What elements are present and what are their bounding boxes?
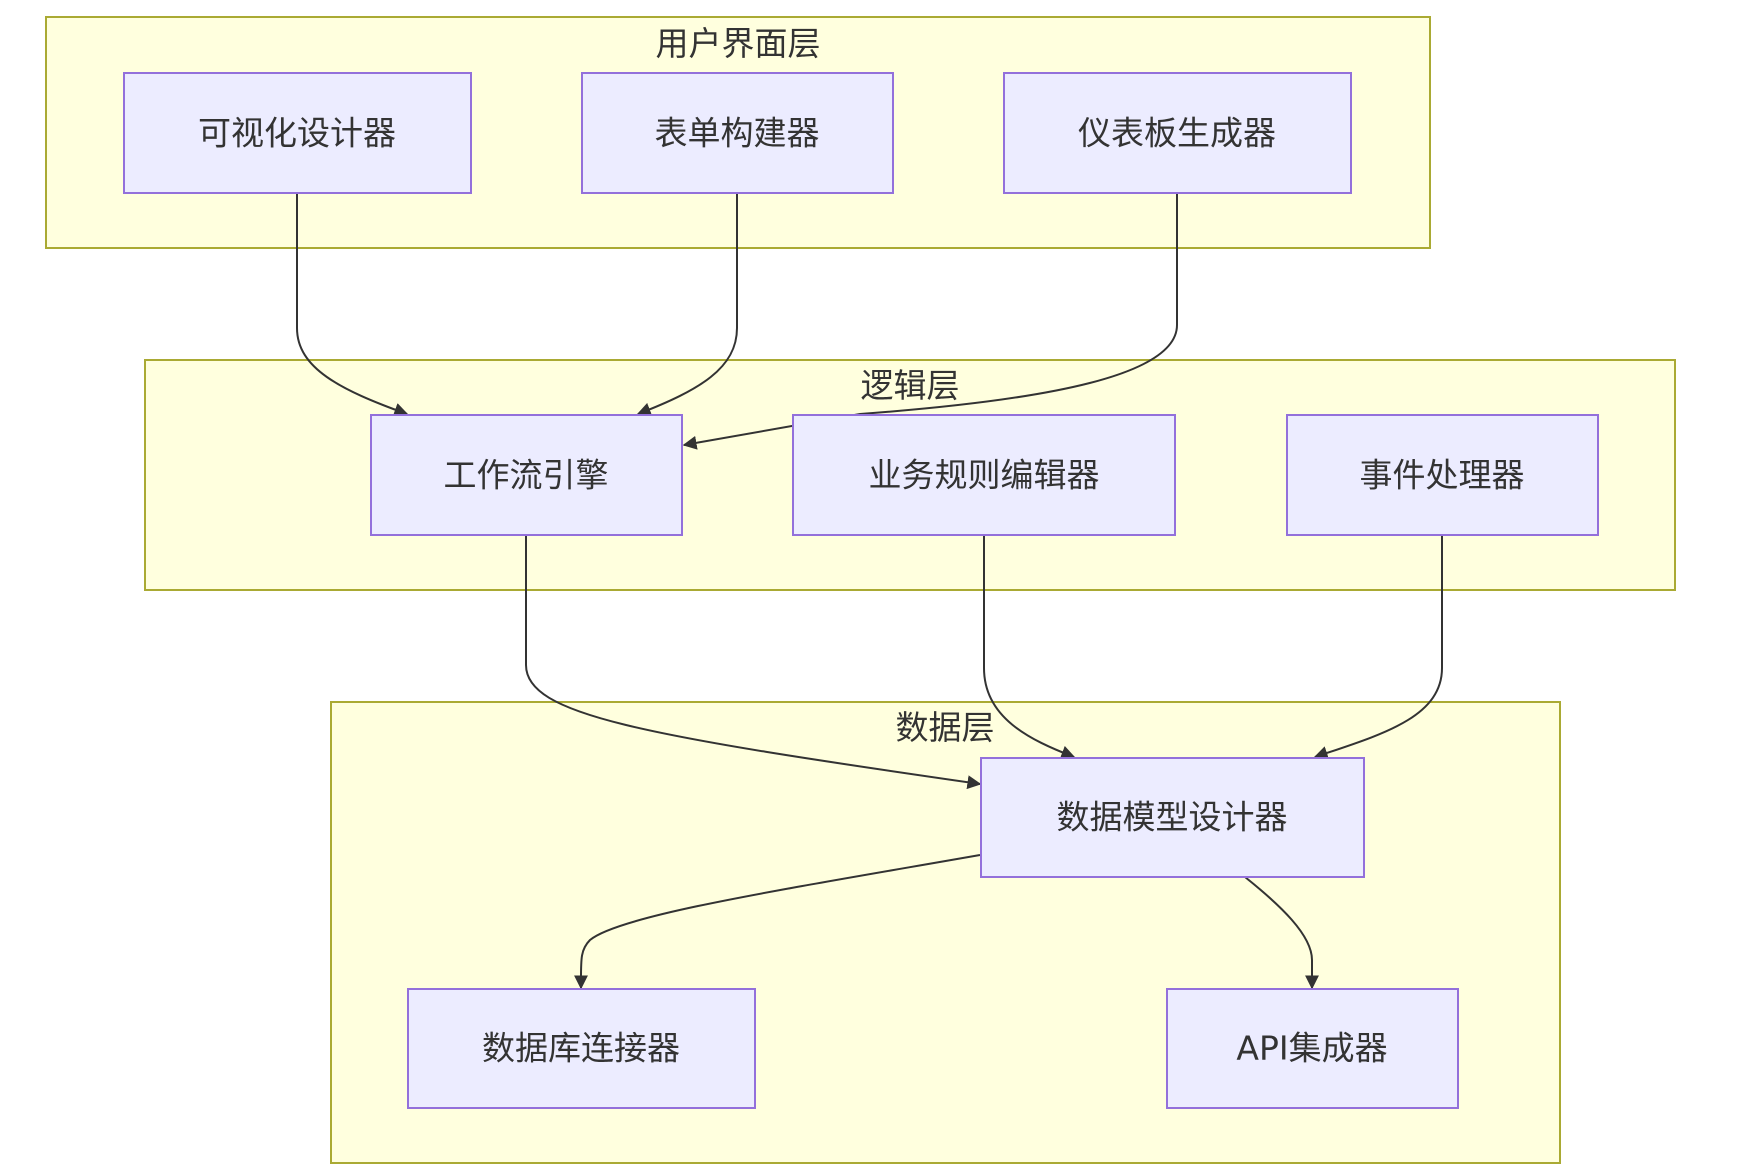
cluster-ui-label: 用户界面层 <box>656 24 821 63</box>
edge-rules-to-datamodel <box>983 535 1076 759</box>
edge-event-to-datamodel <box>1313 535 1443 760</box>
node-form-builder-label: 表单构建器 <box>655 114 820 153</box>
node-business-rules-editor[interactable]: 业务规则编辑器 <box>792 414 1176 536</box>
node-event-processor-label: 事件处理器 <box>1360 456 1525 495</box>
node-api-integrator-label: API集成器 <box>1236 1029 1387 1068</box>
node-form-builder[interactable]: 表单构建器 <box>581 72 894 194</box>
node-business-rules-editor-label: 业务规则编辑器 <box>869 456 1100 495</box>
edge-datamodel-to-db <box>573 854 981 990</box>
node-db-connector[interactable]: 数据库连接器 <box>407 988 756 1109</box>
cluster-logic-label: 逻辑层 <box>861 366 960 405</box>
edges <box>296 193 1443 990</box>
node-workflow-engine[interactable]: 工作流引擎 <box>370 414 683 536</box>
edge-form-to-workflow <box>636 193 738 416</box>
node-dashboard-generator-label: 仪表板生成器 <box>1078 114 1276 153</box>
node-api-integrator[interactable]: API集成器 <box>1166 988 1459 1109</box>
node-dashboard-generator[interactable]: 仪表板生成器 <box>1003 72 1352 194</box>
edge-workflow-to-datamodel <box>525 535 982 790</box>
node-visual-designer-label: 可视化设计器 <box>198 114 396 153</box>
node-workflow-engine-label: 工作流引擎 <box>444 456 609 495</box>
edge-datamodel-to-api <box>1244 876 1319 990</box>
cluster-data-label: 数据层 <box>896 708 995 747</box>
edge-visual-to-workflow <box>296 193 409 417</box>
node-data-model-designer-label: 数据模型设计器 <box>1057 798 1288 837</box>
node-event-processor[interactable]: 事件处理器 <box>1286 414 1599 536</box>
node-data-model-designer[interactable]: 数据模型设计器 <box>980 757 1365 878</box>
node-visual-designer[interactable]: 可视化设计器 <box>123 72 472 194</box>
edge-dashboard-to-workflow <box>682 193 1178 450</box>
node-db-connector-label: 数据库连接器 <box>482 1029 680 1068</box>
